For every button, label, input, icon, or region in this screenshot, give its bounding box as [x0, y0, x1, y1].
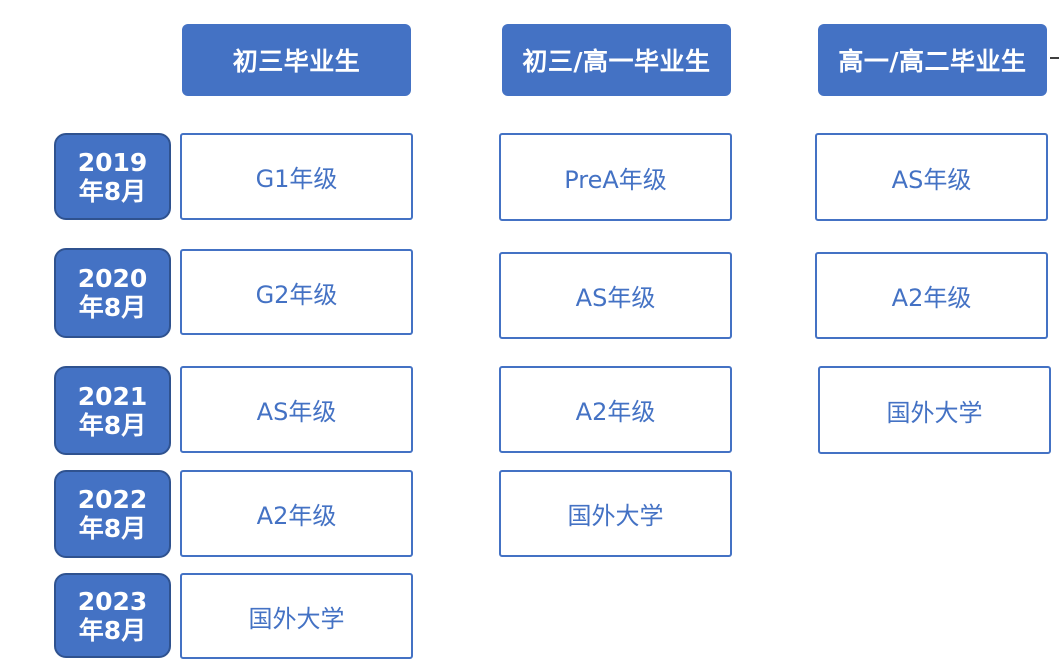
stage-box: G2年级 [180, 249, 413, 335]
year-marker-2021: 2021 年8月 [54, 366, 171, 455]
year-value: 2021 [77, 381, 148, 411]
month-value: 年8月 [78, 615, 147, 645]
stage-box: A2年级 [499, 366, 732, 453]
stage-box: AS年级 [180, 366, 413, 453]
header-grade9-graduates: 初三毕业生 [182, 24, 411, 96]
stage-box: A2年级 [815, 252, 1048, 339]
stage-box: AS年级 [499, 252, 732, 339]
year-marker-2023: 2023 年8月 [54, 573, 171, 658]
stage-box: 国外大学 [499, 470, 732, 557]
stage-box: AS年级 [815, 133, 1048, 221]
month-value: 年8月 [78, 410, 147, 440]
year-value: 2023 [77, 586, 148, 616]
header-grade9-grade10-graduates: 初三/高一毕业生 [502, 24, 731, 96]
year-value: 2022 [77, 485, 148, 514]
stage-box: PreA年级 [499, 133, 732, 221]
stage-box: 国外大学 [180, 573, 413, 659]
year-marker-2019: 2019 年8月 [54, 133, 171, 220]
stage-box: A2年级 [180, 470, 413, 557]
month-value: 年8月 [78, 293, 147, 322]
year-marker-2022: 2022 年8月 [54, 470, 171, 558]
stage-box: 国外大学 [818, 366, 1051, 454]
stage-box: G1年级 [180, 133, 413, 220]
year-value: 2020 [77, 264, 148, 293]
connector-line [1050, 57, 1059, 59]
header-grade10-grade11-graduates: 高一/高二毕业生 [818, 24, 1047, 96]
month-value: 年8月 [78, 176, 147, 206]
month-value: 年8月 [78, 514, 147, 543]
year-marker-2020: 2020 年8月 [54, 248, 171, 338]
year-value: 2019 [77, 147, 148, 177]
